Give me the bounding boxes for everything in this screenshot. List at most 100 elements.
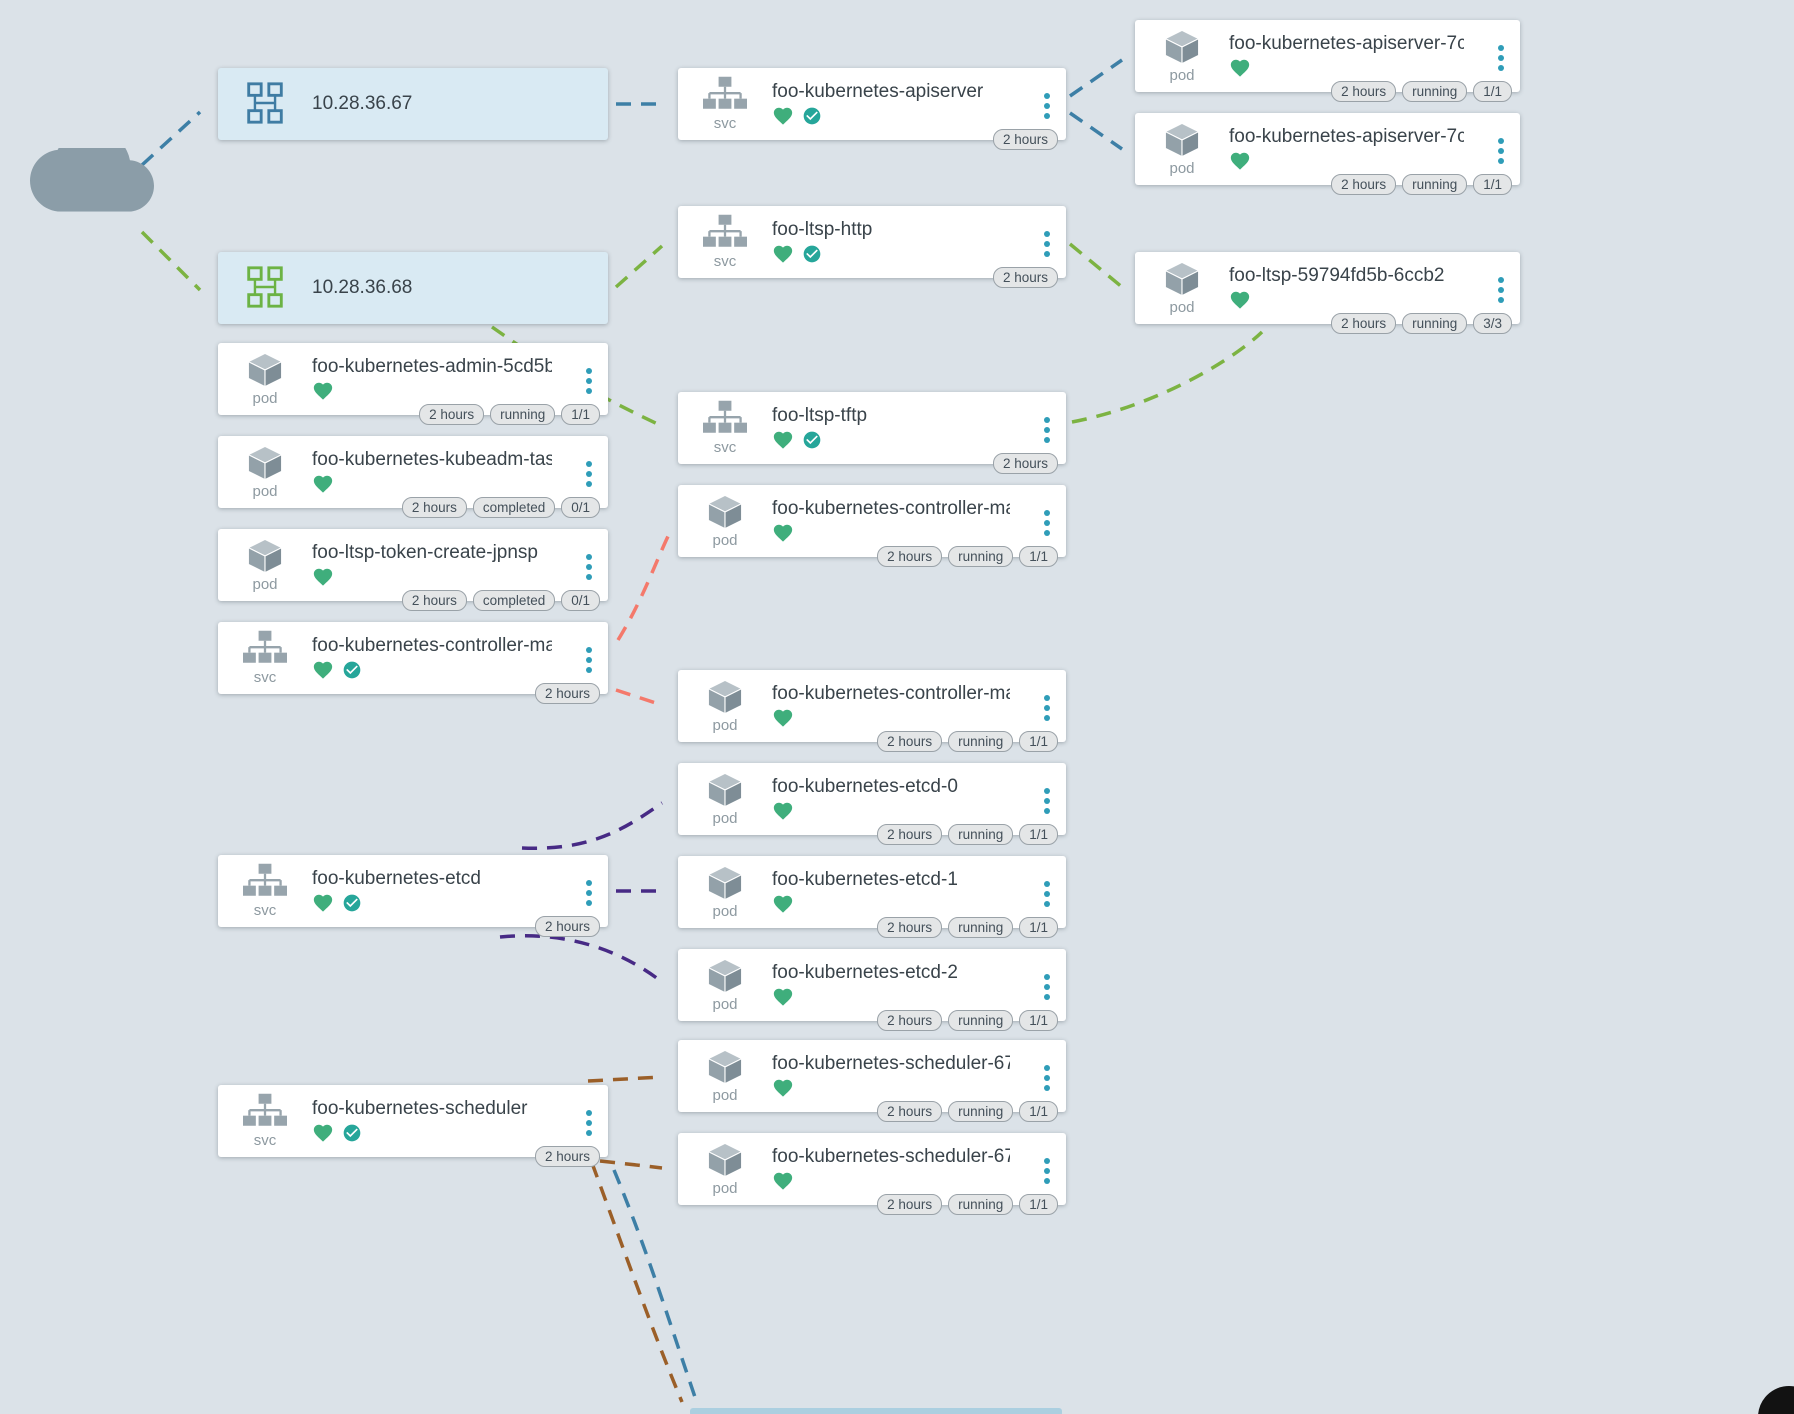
badge-age: 2 hours — [877, 546, 943, 567]
node-type-label: pod — [712, 532, 738, 549]
node-card-svc-etcd[interactable]: svc foo-kubernetes-etcd 2 hours — [218, 855, 608, 937]
kebab-menu-icon[interactable] — [1042, 415, 1052, 445]
edge-scheduler-svc-to-offscreen — [590, 1162, 684, 1403]
check-circle-icon — [342, 1123, 362, 1143]
pod-icon: pod — [1149, 28, 1215, 84]
kebab-menu-icon[interactable] — [1496, 43, 1506, 73]
node-card-pod-controller-manager-1[interactable]: pod foo-kubernetes-controller-man... 2 h… — [678, 485, 1066, 567]
node-card-pod-controller-manager-2[interactable]: pod foo-kubernetes-controller-man... 2 h… — [678, 670, 1066, 752]
kebab-menu-icon[interactable] — [1042, 1063, 1052, 1093]
node-card-svc-ltsp-tftp[interactable]: svc foo-ltsp-tftp 2 hours — [678, 392, 1066, 474]
badge-status: running — [948, 917, 1014, 938]
node-title: foo-kubernetes-controller-man... — [772, 683, 1010, 704]
kebab-menu-icon[interactable] — [1042, 693, 1052, 723]
edge-scheduler-svc-to-pod2 — [599, 1159, 663, 1170]
node-title: foo-kubernetes-etcd-0 — [772, 776, 958, 797]
kebab-menu-icon[interactable] — [1042, 1156, 1052, 1186]
kebab-menu-icon[interactable] — [584, 552, 594, 582]
node-card-pod-scheduler-1[interactable]: pod foo-kubernetes-scheduler-6776... 2 h… — [678, 1040, 1066, 1122]
kebab-menu-icon[interactable] — [1496, 136, 1506, 166]
node-card-pod-apiserver-2[interactable]: pod foo-kubernetes-apiserver-7c6cf... 2 … — [1135, 113, 1520, 195]
badge-status: completed — [472, 497, 556, 518]
node-title: foo-kubernetes-controller-man... — [312, 635, 552, 656]
badge-age: 2 hours — [1331, 313, 1397, 334]
node-type-label: pod — [712, 1087, 738, 1104]
node-title: foo-ltsp-token-create-jpnsp — [312, 542, 538, 563]
node-type-label: pod — [1169, 160, 1195, 177]
kebab-menu-icon[interactable] — [1042, 91, 1052, 121]
node-card-svc-scheduler[interactable]: svc foo-kubernetes-scheduler 2 hours — [218, 1085, 608, 1167]
node-title: foo-kubernetes-etcd-2 — [772, 962, 958, 983]
kebab-menu-icon[interactable] — [1042, 972, 1052, 1002]
host-network-icon — [232, 81, 298, 125]
health-heart-icon — [772, 105, 794, 127]
pod-icon: pod — [232, 444, 298, 500]
badge-ready: 0/1 — [561, 590, 600, 611]
edge-host68-to-ltsp-http — [614, 244, 664, 289]
badge-age: 2 hours — [992, 453, 1058, 474]
node-type-label: pod — [712, 810, 738, 827]
kebab-menu-icon[interactable] — [584, 878, 594, 908]
node-card-pod-kubeadm-tasks[interactable]: pod foo-kubernetes-kubeadm-tasks... 2 ho… — [218, 436, 608, 518]
node-card-svc-apiserver[interactable]: svc foo-kubernetes-apiserver 2 hours — [678, 68, 1066, 150]
edge-scheduler-svc-to-pod1 — [587, 1075, 663, 1083]
edge-ltsp-tftp-to-ltsp-pod — [1071, 330, 1264, 424]
node-title: foo-kubernetes-apiserver-7c6cf... — [1229, 33, 1464, 54]
health-heart-icon — [312, 659, 334, 681]
node-card-host-10-28-36-67[interactable]: 10.28.36.67 — [218, 68, 608, 140]
kebab-menu-icon[interactable] — [1496, 275, 1506, 305]
node-card-pod-ltsp-token-create[interactable]: pod foo-ltsp-token-create-jpnsp 2 hours … — [218, 529, 608, 611]
node-type-label: pod — [1169, 67, 1195, 84]
node-title: foo-kubernetes-scheduler-6776... — [772, 1146, 1010, 1167]
node-card-pod-scheduler-2[interactable]: pod foo-kubernetes-scheduler-6776... 2 h… — [678, 1133, 1066, 1215]
node-type-label: pod — [252, 483, 278, 500]
cloud-node[interactable] — [30, 148, 154, 234]
cloud-icon — [30, 148, 154, 234]
pod-icon: pod — [692, 864, 758, 920]
edge-etcd-svc-to-etcd0 — [521, 801, 663, 850]
health-heart-icon — [772, 243, 794, 265]
kebab-menu-icon[interactable] — [1042, 879, 1052, 909]
edge-apiserver-svc-to-pod1 — [1069, 58, 1123, 98]
edge-apiserver-svc-to-pod2 — [1069, 111, 1123, 151]
pod-icon: pod — [232, 351, 298, 407]
node-title: foo-ltsp-59794fd5b-6ccb2 — [1229, 265, 1445, 286]
service-icon: svc — [232, 863, 298, 919]
badge-status: completed — [472, 590, 556, 611]
kebab-menu-icon[interactable] — [584, 366, 594, 396]
kebab-menu-icon[interactable] — [1042, 229, 1052, 259]
node-type-label: svc — [713, 253, 737, 270]
kebab-menu-icon[interactable] — [584, 645, 594, 675]
node-card-pod-apiserver-1[interactable]: pod foo-kubernetes-apiserver-7c6cf... 2 … — [1135, 20, 1520, 102]
node-card-pod-kubernetes-admin[interactable]: pod foo-kubernetes-admin-5cd5b4... 2 hou… — [218, 343, 608, 425]
badge-ready: 1/1 — [1019, 1010, 1058, 1031]
service-icon: svc — [692, 400, 758, 456]
kebab-menu-icon[interactable] — [584, 1108, 594, 1138]
node-title: foo-kubernetes-scheduler-6776... — [772, 1053, 1010, 1074]
node-card-pod-etcd-0[interactable]: pod foo-kubernetes-etcd-0 2 hours runnin… — [678, 763, 1066, 845]
node-card-pod-ltsp[interactable]: pod foo-ltsp-59794fd5b-6ccb2 2 hours run… — [1135, 252, 1520, 334]
kebab-menu-icon[interactable] — [584, 459, 594, 489]
node-card-pod-etcd-2[interactable]: pod foo-kubernetes-etcd-2 2 hours runnin… — [678, 949, 1066, 1031]
badge-status: running — [1402, 81, 1468, 102]
node-type-label: svc — [253, 1132, 277, 1149]
pod-icon: pod — [692, 493, 758, 549]
health-heart-icon — [772, 429, 794, 451]
node-title: foo-ltsp-http — [772, 219, 873, 240]
node-card-pod-etcd-1[interactable]: pod foo-kubernetes-etcd-1 2 hours runnin… — [678, 856, 1066, 938]
node-card-svc-ltsp-http[interactable]: svc foo-ltsp-http 2 hours — [678, 206, 1066, 288]
health-heart-icon — [1229, 289, 1251, 311]
kebab-menu-icon[interactable] — [1042, 508, 1052, 538]
node-card-svc-controller-manager[interactable]: svc foo-kubernetes-controller-man... 2 h… — [218, 622, 608, 704]
kebab-menu-icon[interactable] — [1042, 786, 1052, 816]
health-heart-icon — [312, 566, 334, 588]
node-card-host-10-28-36-68[interactable]: 10.28.36.68 — [218, 252, 608, 324]
host-network-icon — [232, 265, 298, 309]
service-icon: svc — [692, 214, 758, 270]
edge-ltsp-http-to-ltsp-pod — [1068, 242, 1124, 289]
badge-status: running — [490, 404, 556, 425]
node-type-label: pod — [712, 903, 738, 920]
node-type-label: pod — [712, 1180, 738, 1197]
pod-icon: pod — [692, 771, 758, 827]
